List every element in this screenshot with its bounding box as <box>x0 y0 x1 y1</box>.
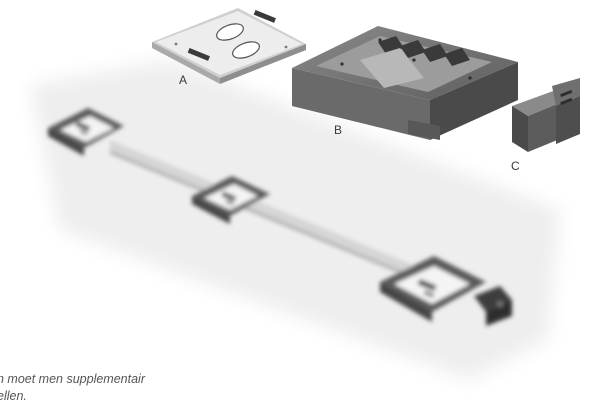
part-a-plate <box>152 8 306 84</box>
rail-assembly <box>48 108 512 326</box>
figure-caption: n moet men supplementair ellen. <box>0 371 257 405</box>
caption-line-1: n moet men supplementair <box>0 372 145 386</box>
part-b-label: B <box>334 123 343 137</box>
part-c-label: C <box>511 159 520 173</box>
part-a-label: A <box>179 73 188 87</box>
caption-line-2: ellen. <box>0 389 27 403</box>
part-c-block <box>512 78 580 152</box>
part-b-frame <box>292 26 518 140</box>
